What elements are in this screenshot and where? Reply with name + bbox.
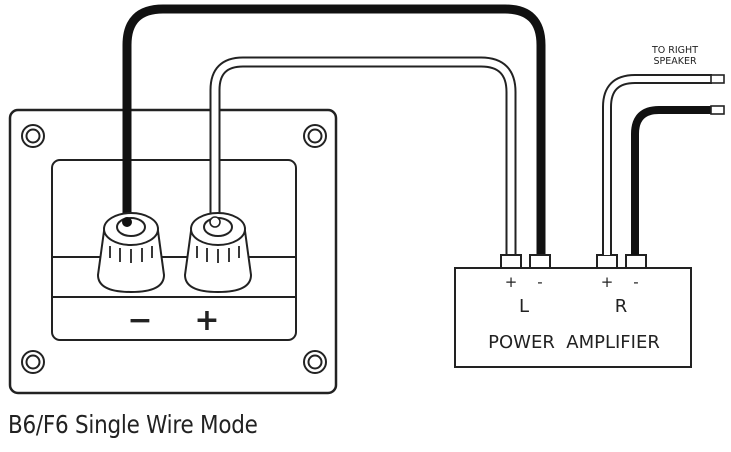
right-speaker-note-line2: SPEAKER <box>653 56 696 67</box>
amp-left-channel-label: L <box>519 296 529 317</box>
negative-terminal-symbol: − <box>127 303 152 338</box>
screw-bottom-left <box>21 350 45 374</box>
speaker-wires <box>122 4 546 255</box>
right-speaker-wires <box>602 74 725 255</box>
speaker-terminal-plate <box>8 108 338 395</box>
binding-post-positive <box>183 212 253 294</box>
screw-top-left <box>21 124 45 148</box>
black-wire-negative <box>122 4 546 255</box>
white-wire-positive <box>209 56 517 255</box>
right-speaker-black-wire <box>631 105 725 255</box>
screw-top-right <box>303 124 327 148</box>
diagram-caption: B6/F6 Single Wire Mode <box>8 410 258 439</box>
amp-right-positive-label: + <box>601 273 614 291</box>
terminal-recess <box>51 159 297 341</box>
amp-right-positive-connector <box>596 254 618 269</box>
amp-left-positive-connector <box>500 254 522 269</box>
positive-terminal-symbol: + <box>194 303 219 338</box>
binding-post-negative <box>96 212 166 294</box>
power-amplifier: + - + - L R POWER AMPLIFIER <box>454 254 692 368</box>
amp-right-negative-connector <box>625 254 647 269</box>
right-speaker-note-line1: TO RIGHT <box>651 45 698 56</box>
amp-left-positive-label: + <box>505 273 518 291</box>
amp-right-negative-label: - <box>633 273 638 291</box>
amp-left-negative-connector <box>529 254 551 269</box>
amp-left-negative-label: - <box>537 273 542 291</box>
amp-title: POWER AMPLIFIER <box>488 332 660 353</box>
amp-right-channel-label: R <box>615 296 628 317</box>
right-speaker-white-wire <box>602 74 725 255</box>
screw-bottom-right <box>303 350 327 374</box>
